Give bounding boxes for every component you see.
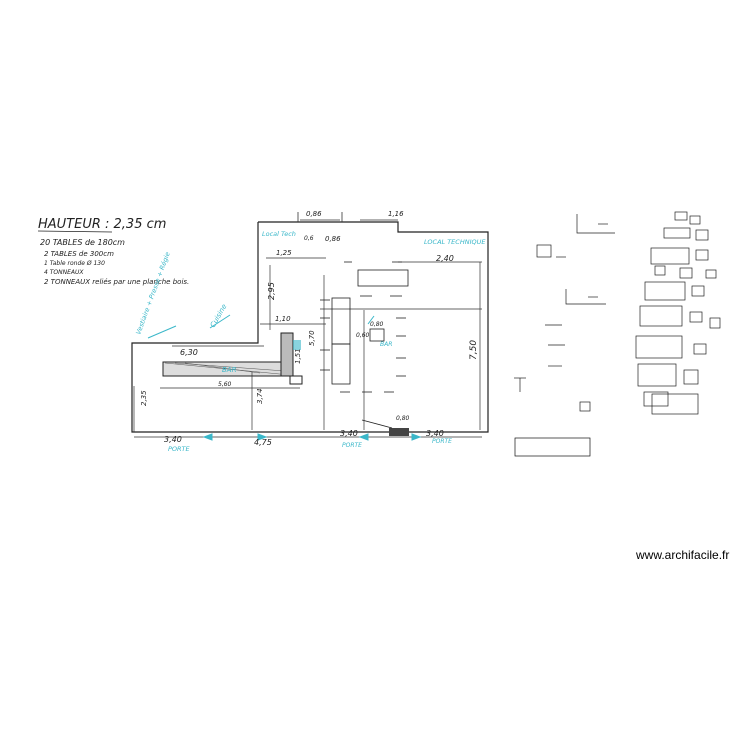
bar-counter-vertical xyxy=(280,332,294,377)
note-hauteur: HAUTEUR : 2,35 cm xyxy=(38,217,166,232)
dim-bottom-3: 3,40 xyxy=(340,429,358,438)
label-porte-1: PORTE xyxy=(168,445,191,453)
label-bar: BAR xyxy=(222,366,237,374)
notes-block: HAUTEUR : 2,35 cm 20 TABLES de 180cm 2 T… xyxy=(37,217,189,286)
dim-mid-7: 0,80 xyxy=(396,415,410,422)
label-bar-2: BAR xyxy=(380,341,392,348)
tables-area xyxy=(320,261,409,393)
note-line-1: 20 TABLES de 180cm xyxy=(40,238,125,247)
note-line-2: 2 TABLES de 300cm xyxy=(44,250,114,258)
dim-bottom-2: 4,75 xyxy=(254,438,272,447)
furniture-fragments-middle xyxy=(514,214,615,457)
watermark-text: www.archifacile.fr xyxy=(636,548,730,562)
dim-top-2: 0,86 xyxy=(325,235,341,243)
label-cuisine: Cuisine xyxy=(209,303,229,329)
dim-mid-2: 6,30 xyxy=(180,348,198,357)
dim-right-v: 7,50 xyxy=(469,340,479,360)
dim-left-top: 1,25 xyxy=(276,249,292,257)
dim-left-low: 2,35 xyxy=(140,390,148,406)
label-vestiaire: Vestiaire + Presse + Régie xyxy=(134,251,171,336)
entrance-mat xyxy=(389,428,409,436)
walls xyxy=(131,212,489,433)
dim-mid-1: 1,10 xyxy=(275,315,291,323)
dim-small-2: 0,80 xyxy=(370,321,384,328)
label-porte-3: PORTE xyxy=(432,438,452,445)
note-line-4: 4 TONNEAUX xyxy=(44,269,84,276)
dim-bar: 1,51 xyxy=(294,348,302,364)
empty-box xyxy=(514,437,591,457)
blue-arrows xyxy=(147,314,422,441)
dimension-numbers: 0,86 0,86 1,16 1,25 2,95 2,40 7,50 1,10 … xyxy=(140,210,479,447)
dim-right-top: 2,40 xyxy=(436,254,454,263)
dim-mid-3: 5,60 xyxy=(218,381,232,388)
label-local-tech: Local Tech xyxy=(262,230,296,238)
label-local-technique: LOCAL TECHNIQUE xyxy=(424,238,486,246)
dim-bottom-4: 3,40 xyxy=(426,429,444,438)
dim-mid-4: 5,70 xyxy=(308,330,316,346)
note-line-5: 2 TONNEAUX reliés par une planche bois. xyxy=(44,278,189,286)
dim-mid-6: 0,60 xyxy=(356,332,370,339)
dim-bottom-1: 3,40 xyxy=(164,435,182,444)
dim-left-v: 2,95 xyxy=(267,282,276,300)
furniture-fragments-right xyxy=(635,211,721,415)
dim-small-1: 0,6 xyxy=(304,235,314,242)
dim-top-1: 0,86 xyxy=(306,210,322,218)
dim-mid-5: 3,74 xyxy=(256,388,264,404)
dimension-lines xyxy=(133,219,482,438)
dim-top-3: 1,16 xyxy=(388,210,404,218)
label-porte-2: PORTE xyxy=(342,442,362,449)
note-line-3: 1 Table ronde Ø 130 xyxy=(44,260,105,267)
